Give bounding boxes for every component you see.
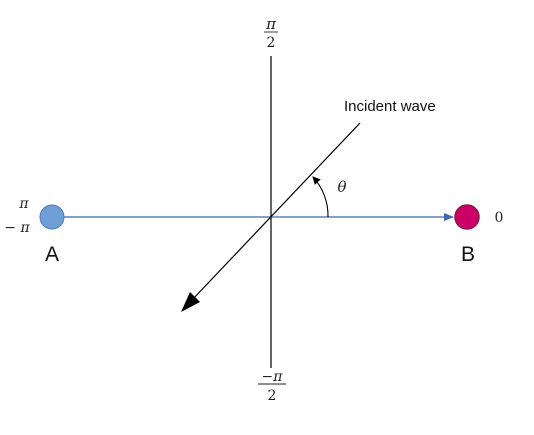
theta-label: θ [337, 178, 346, 196]
left-label-minus-pi: − π [4, 220, 30, 236]
point-b-label: B [461, 243, 475, 266]
left-label-pi: π [18, 196, 29, 212]
right-label-zero: 0 [495, 210, 504, 226]
point-a-circle [39, 204, 65, 230]
incident-wave-line [191, 122, 361, 301]
bottom-label-denominator: 2 [268, 388, 277, 404]
incident-wave-label: Incident wave [344, 98, 436, 115]
incident-wave-arrowhead [181, 292, 200, 312]
bottom-label-numerator: −π [262, 369, 284, 385]
point-a-label: A [45, 243, 59, 266]
theta-arc [312, 176, 329, 218]
point-b-circle [454, 204, 480, 230]
top-label-numerator: π [265, 15, 277, 33]
top-label-denominator: 2 [267, 35, 276, 51]
